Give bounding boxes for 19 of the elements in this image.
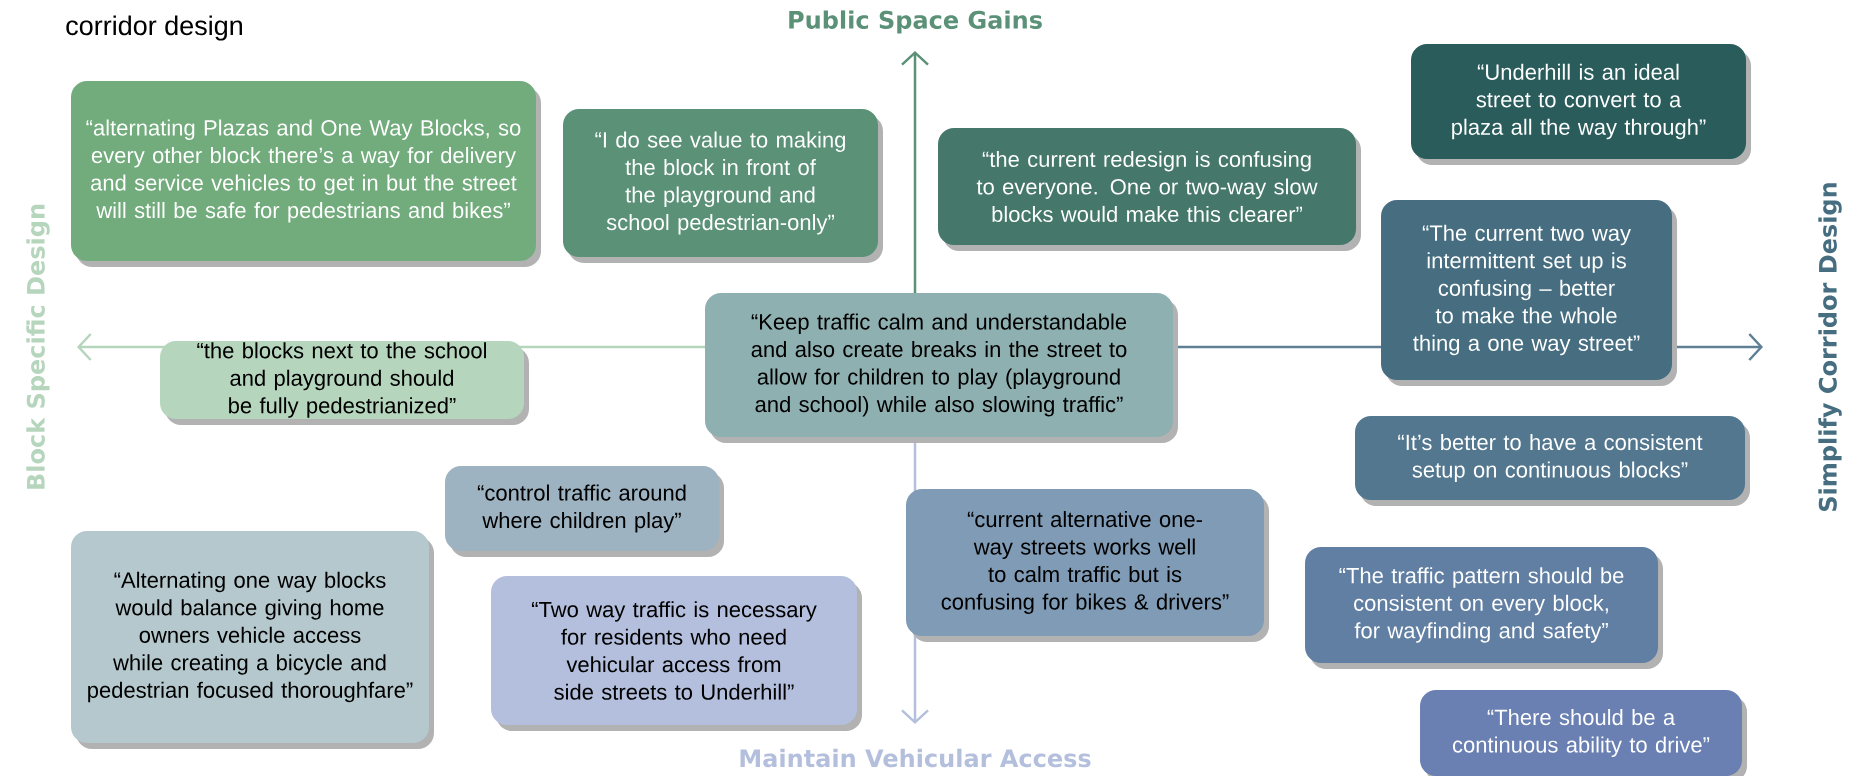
quote-box: “I do see value to making the block in front of the playground and school pedestrian-only” xyxy=(563,109,883,263)
axis-label: Maintain Vehicular Access xyxy=(740,748,1091,768)
quote-box: “control traffic around where children play” xyxy=(445,466,724,557)
quote-box: “Underhill is an ideal street to convert to a plaza all the way through” xyxy=(1411,44,1752,165)
quote-box: “the blocks next to the school and playground should be fully pedestrianized” xyxy=(160,341,529,425)
quote-box: “Keep traffic calm and understandable and also create breaks in the street to allow for children to play (playground and school) while also slowing traffic” xyxy=(705,293,1178,443)
quote-box: “the current redesign is confusing to everyone. One or two-way slow blocks would make this clearer” xyxy=(938,128,1361,251)
heading-text: corridor design xyxy=(66,15,242,41)
quote-box: “The traffic pattern should be consistent on every block, for wayfinding and safety” xyxy=(1305,547,1663,669)
quote-box: “current alternative one-way streets works well to calm traffic but is confusing for bikes & drivers” xyxy=(906,489,1269,642)
quote-box: “It’s better to have a consistent setup on continuous blocks” xyxy=(1355,416,1751,506)
quote-box: “The current two way intermittent set up is confusing – better to make the whole thing a one way street” xyxy=(1381,200,1678,386)
quote-box: “Alternating one way blocks would balance giving home owners vehicle access while creating a bicycle and pedestrian focused thoroughfare” xyxy=(71,531,434,749)
axis-label: Public Space Gains xyxy=(789,10,1042,34)
quote-box: “Two way traffic is necessary for residents who need vehicular access from side streets to Underhill” xyxy=(491,576,862,731)
quote-box: “There should be a continuous ability to drive” xyxy=(1420,690,1748,776)
axis-label: Block Specific Design xyxy=(26,204,50,489)
quote-box: “alternating Plazas and One Way Blocks, so every other block there’s a way for delivery and service vehicles to get in but the street will still be safe for pedestrians and bikes” xyxy=(71,81,541,267)
axis-label: Simplify Corridor Design xyxy=(1818,183,1842,511)
